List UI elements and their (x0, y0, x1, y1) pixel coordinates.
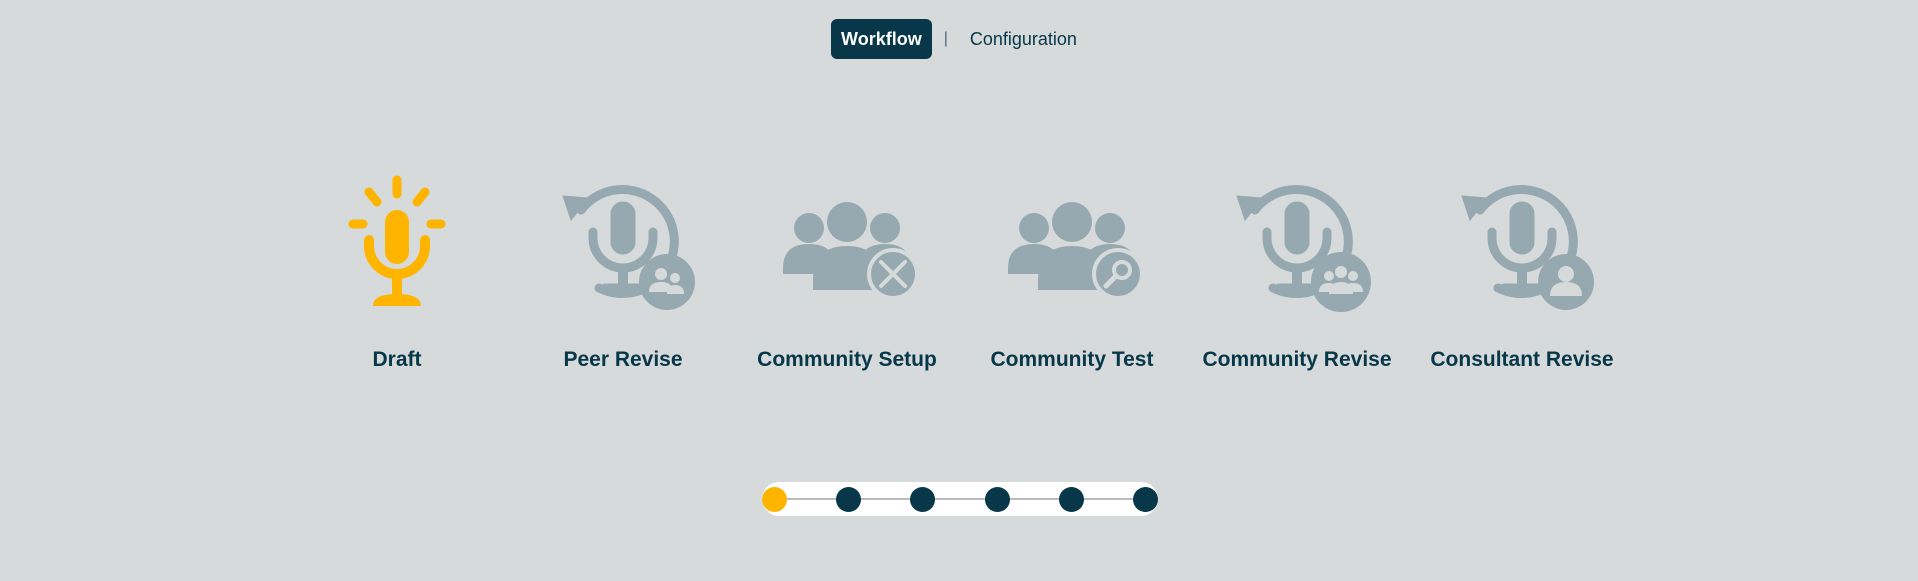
stepper-dot-1[interactable] (761, 487, 787, 512)
stepper-dot-5[interactable] (1058, 487, 1084, 512)
stepper-track (774, 498, 1146, 500)
step-peer-revise[interactable]: Peer Revise (513, 170, 733, 372)
step-draft[interactable]: Draft (287, 170, 507, 372)
consultant-revise-icon (1442, 170, 1594, 310)
progress-stepper (761, 482, 1158, 516)
community-setup-icon (783, 202, 919, 300)
step-community-revise[interactable]: Community Revise (1187, 170, 1407, 372)
step-label: Community Revise (1202, 348, 1392, 371)
step-label: Community Setup (757, 348, 937, 371)
stepper-dot-6[interactable] (1132, 487, 1158, 512)
stepper-dot-3[interactable] (909, 487, 935, 512)
step-label: Peer Revise (563, 348, 683, 371)
community-revise-icon (1217, 170, 1371, 312)
tab-separator: | (943, 30, 948, 47)
tab-workflow[interactable]: Workflow (831, 19, 932, 59)
workflow-steps: Draft Peer Revise (0, 170, 1918, 390)
microphone-icon (348, 175, 446, 306)
top-nav: Workflow | Configuration (0, 19, 1918, 59)
peer-revise-icon (543, 170, 695, 310)
step-consultant-revise[interactable]: Consultant Revise (1412, 170, 1632, 372)
tab-configuration[interactable]: Configuration (969, 29, 1077, 49)
step-community-setup[interactable]: Community Setup (737, 170, 957, 372)
stepper-dot-2[interactable] (835, 487, 861, 512)
stepper-dot-4[interactable] (984, 487, 1010, 512)
community-test-icon (1008, 202, 1144, 300)
step-label: Consultant Revise (1430, 348, 1614, 371)
step-label: Community Test (990, 348, 1154, 371)
step-community-test[interactable]: Community Test (962, 170, 1182, 372)
step-label: Draft (372, 348, 422, 371)
